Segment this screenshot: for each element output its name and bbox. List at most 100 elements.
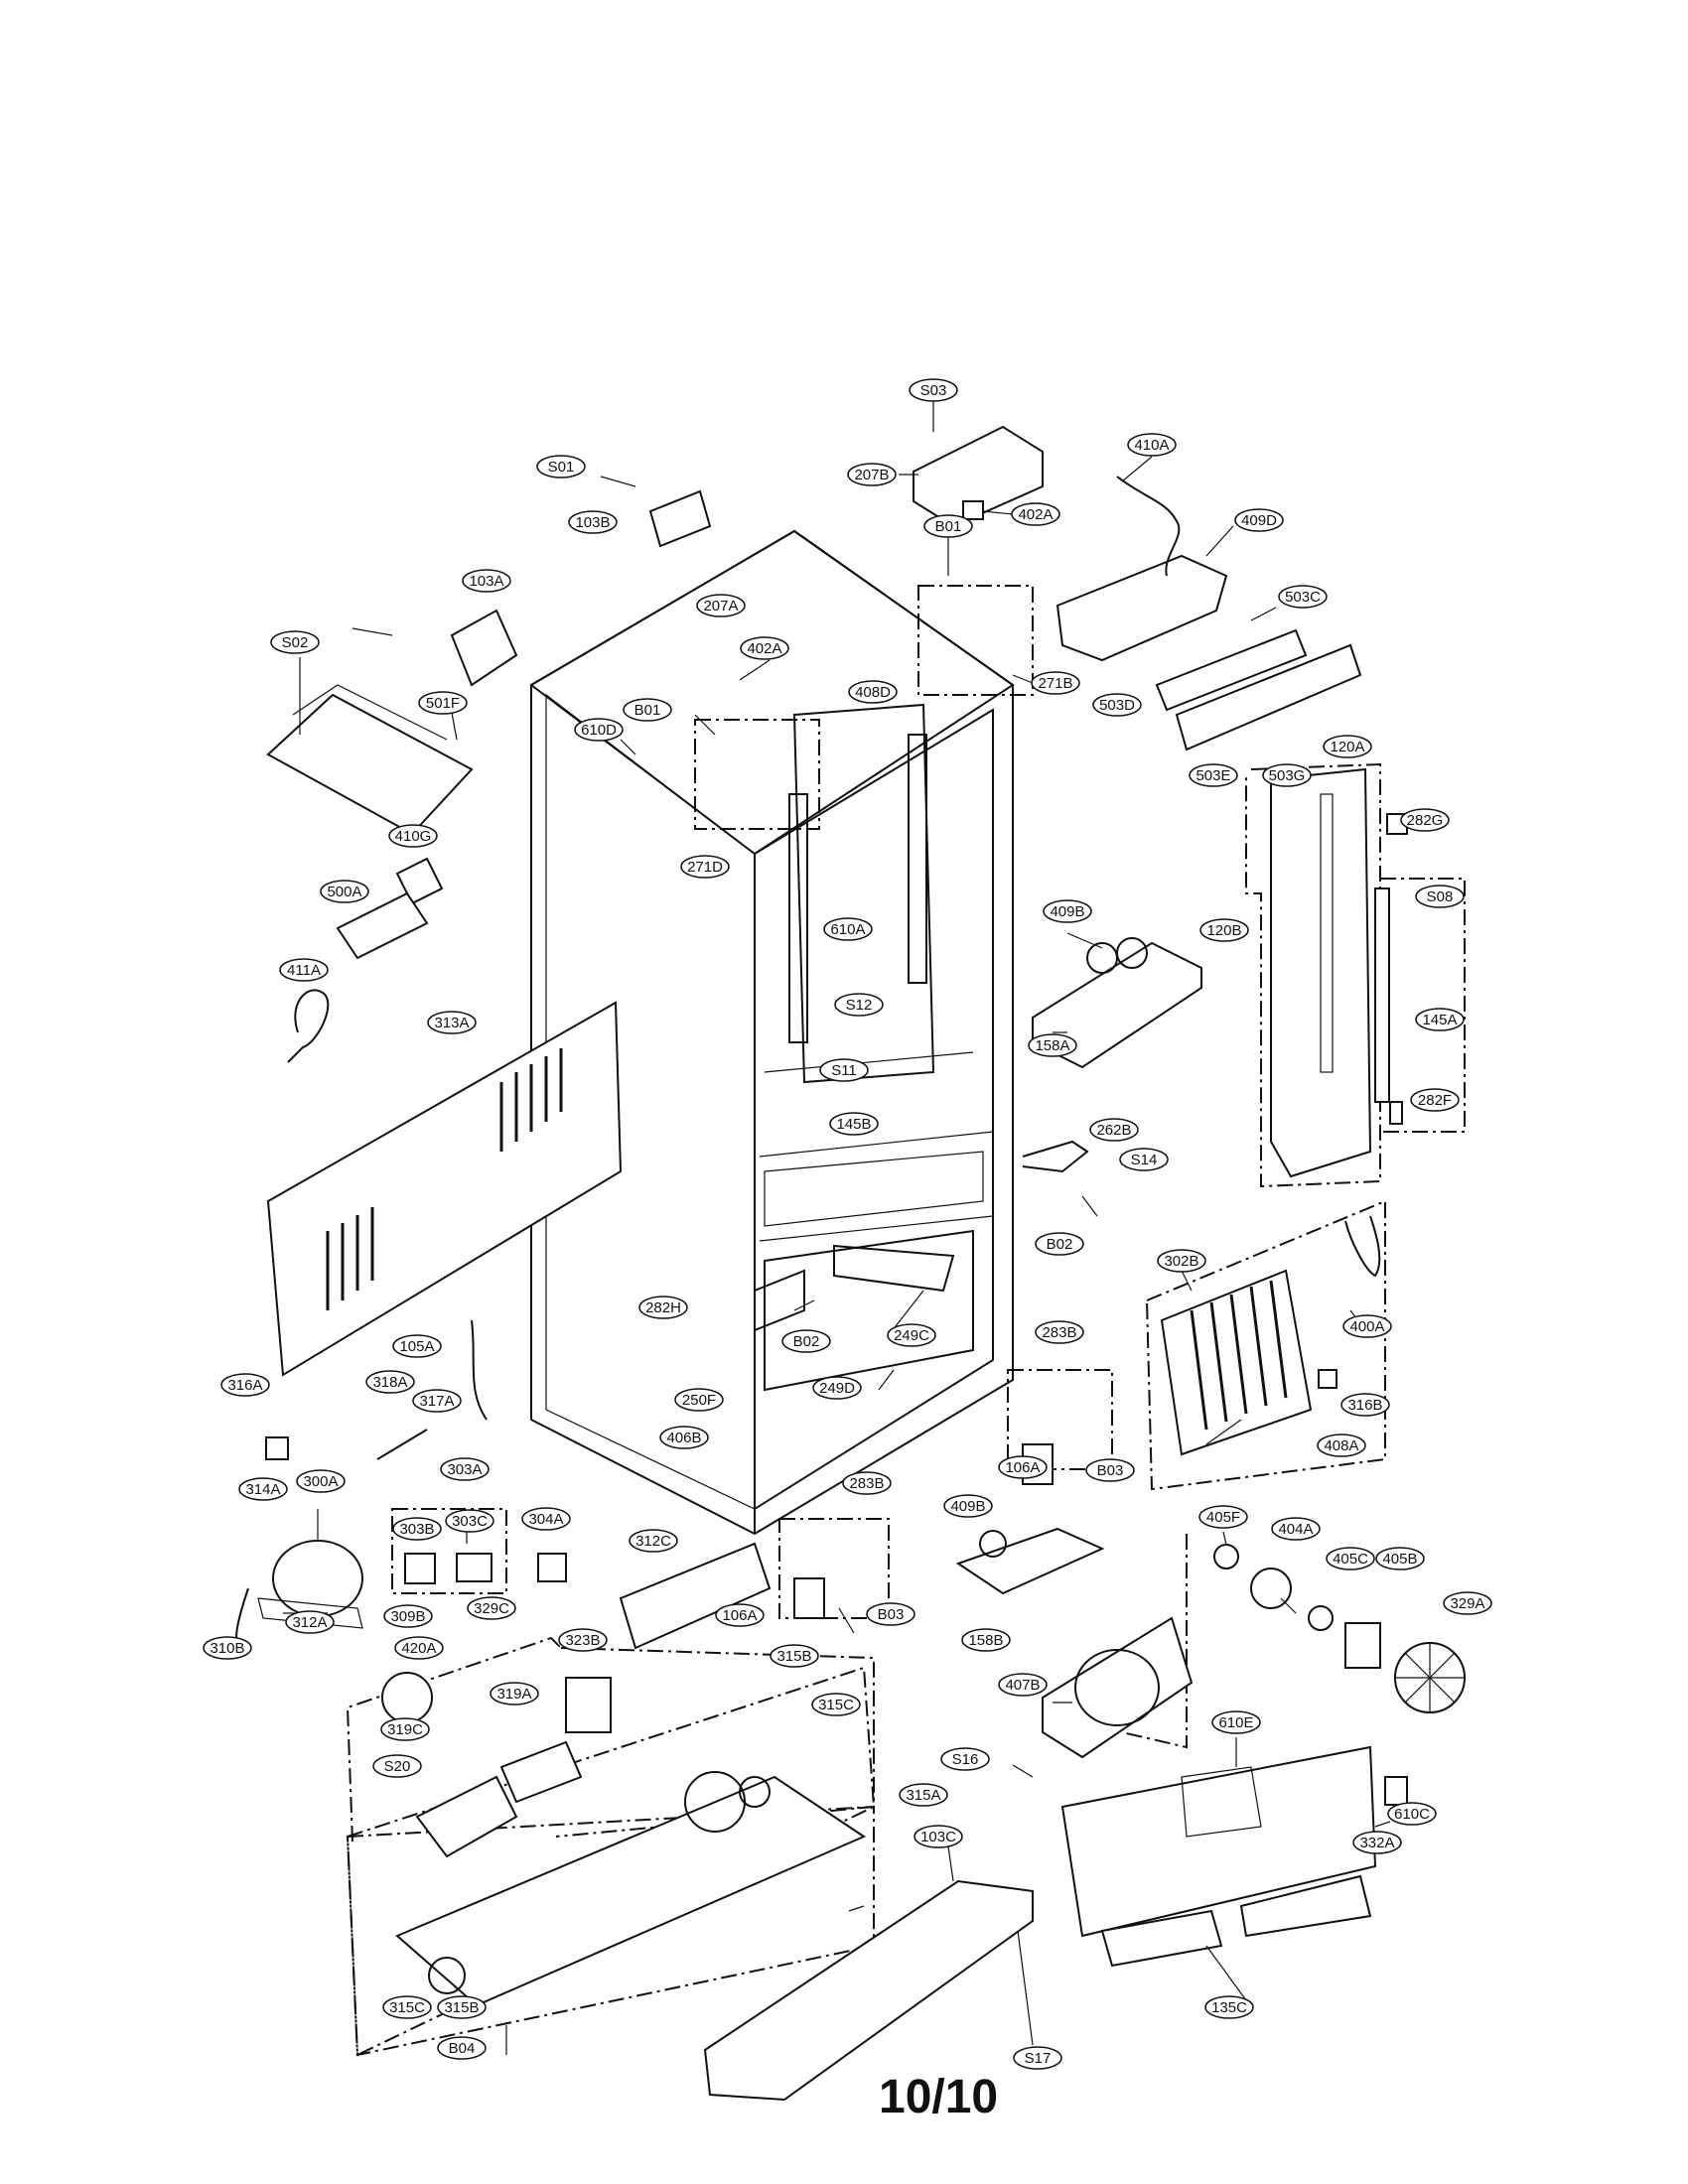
bracket-405B — [1344, 1622, 1381, 1669]
callout-label: 315C — [818, 1697, 854, 1713]
callout-314a: 314A — [238, 1477, 288, 1501]
callout-249d: 249D — [812, 1376, 862, 1400]
callout-label: 271B — [1038, 675, 1072, 692]
light-bracket-145A — [1374, 887, 1390, 1103]
callout-oval — [659, 1426, 709, 1449]
cabinet-body — [529, 529, 1015, 1536]
callout-label: 402A — [1018, 506, 1053, 523]
callout-315a: 315A — [899, 1783, 948, 1807]
callout-oval — [558, 1628, 608, 1652]
callout-105a: 105A — [392, 1334, 442, 1358]
callout-label: S17 — [1025, 2050, 1052, 2067]
callout-315b: 315B — [770, 1644, 819, 1668]
callout-oval — [823, 917, 873, 941]
callout-b01: B01 — [623, 698, 672, 722]
callout-label: 312C — [635, 1533, 671, 1550]
callout-oval — [1410, 1088, 1460, 1112]
callout-oval — [285, 1610, 335, 1634]
callout-oval — [887, 1323, 936, 1347]
callout-oval — [740, 636, 789, 660]
callout-oval — [1092, 693, 1142, 717]
callout-label: 158B — [968, 1632, 1003, 1649]
callout-oval — [388, 824, 438, 848]
callout-label: 135C — [1211, 1999, 1247, 2016]
callout-label: 410G — [395, 828, 432, 845]
leveling-leg-106A-lower — [793, 1577, 825, 1619]
callout-label: B01 — [935, 518, 962, 535]
callout-283b: 283B — [842, 1471, 892, 1495]
callout-262b: 262B — [1089, 1118, 1139, 1142]
cover-303C — [456, 1553, 492, 1582]
shelf-158B — [955, 1527, 1105, 1595]
callout-oval — [1157, 1249, 1206, 1273]
part-304A — [537, 1553, 567, 1582]
callout-label: 410A — [1134, 437, 1169, 454]
callout-oval — [842, 1471, 892, 1495]
callout-oval — [427, 1011, 477, 1034]
callout-304a: 304A — [521, 1507, 571, 1531]
callout-oval — [770, 1644, 819, 1668]
callout-501f: 501F — [418, 691, 468, 715]
callout-label: 317A — [419, 1393, 454, 1410]
callout-oval — [1035, 1232, 1084, 1256]
callout-label: 315C — [389, 1999, 425, 2016]
callout-oval — [715, 1603, 765, 1627]
callout-oval — [1119, 1148, 1169, 1171]
callout-250f: 250F — [674, 1388, 724, 1412]
callout-label: 103A — [469, 573, 503, 590]
callout-oval — [1028, 1033, 1077, 1057]
callout-oval — [536, 455, 586, 478]
part-411A — [287, 989, 330, 1063]
callout-503d: 503D — [1092, 693, 1142, 717]
callout-label: 332A — [1359, 1835, 1394, 1851]
callout-oval — [1043, 899, 1092, 923]
callout-oval — [914, 1825, 963, 1848]
callout-145a: 145A — [1415, 1008, 1465, 1031]
callout-label: 503G — [1269, 767, 1306, 784]
callout-402a: 402A — [740, 636, 789, 660]
callout-316a: 316A — [220, 1373, 270, 1397]
callout-oval — [440, 1457, 490, 1481]
callout-oval — [1204, 1995, 1254, 2019]
callout-s02: S02 — [270, 630, 320, 654]
callout-oval — [445, 1509, 494, 1533]
part-319A — [499, 1740, 583, 1804]
drain-tube-105A — [471, 1319, 488, 1421]
callout-label: 103C — [920, 1829, 956, 1845]
callout-oval — [270, 630, 320, 654]
callout-oval — [674, 1388, 724, 1412]
callout-503g: 503G — [1262, 763, 1312, 787]
callout-label: S11 — [831, 1062, 857, 1079]
callout-oval — [1415, 1008, 1465, 1031]
heater-400A — [1344, 1215, 1381, 1278]
callout-oval — [696, 594, 746, 617]
callout-label: B02 — [793, 1333, 820, 1350]
callout-329c: 329C — [467, 1596, 516, 1620]
callout-oval — [1089, 1118, 1139, 1142]
cover-plate-501F — [266, 684, 474, 836]
duct-312C — [619, 1542, 772, 1650]
callout-400a: 400A — [1342, 1314, 1392, 1338]
callout-label: 329C — [474, 1600, 509, 1617]
callout-oval — [238, 1477, 288, 1501]
callout-label: 610C — [1394, 1806, 1430, 1823]
callout-319a: 319A — [490, 1682, 539, 1706]
callout-label: S08 — [1427, 888, 1454, 905]
callout-135c: 135C — [1204, 1995, 1254, 2019]
callout-oval — [1326, 1547, 1375, 1570]
callout-207a: 207A — [696, 594, 746, 617]
callout-oval — [998, 1455, 1048, 1479]
callout-label: 404A — [1278, 1521, 1313, 1538]
callout-label: 249D — [819, 1380, 855, 1397]
callout-332a: 332A — [1352, 1831, 1402, 1854]
callout-oval — [629, 1529, 678, 1553]
callout-120a: 120A — [1323, 735, 1372, 758]
callout-405b: 405B — [1375, 1547, 1425, 1570]
harness-410A — [1116, 476, 1181, 577]
callout-oval — [909, 378, 958, 402]
callout-420a: 420A — [394, 1636, 444, 1660]
callout-oval — [1189, 763, 1238, 787]
callout-oval — [1199, 918, 1249, 942]
callout-label: S20 — [384, 1758, 411, 1775]
callout-315c: 315C — [382, 1995, 432, 2019]
